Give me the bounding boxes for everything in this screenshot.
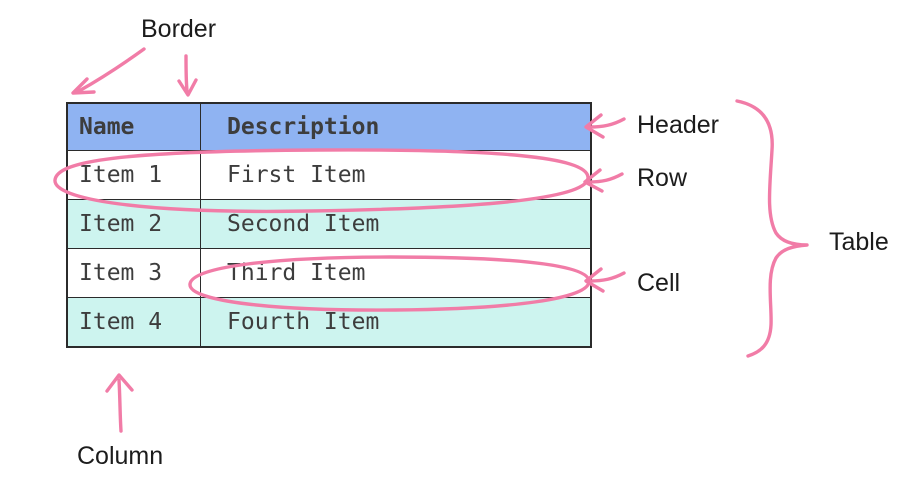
header-label: Header bbox=[637, 111, 719, 139]
table-brace-icon bbox=[735, 99, 809, 358]
column-arrow-icon bbox=[105, 373, 134, 433]
border-arrow-to-corner-icon bbox=[71, 47, 146, 95]
cell-name: Item 3 bbox=[66, 248, 201, 298]
table-label: Table bbox=[829, 228, 889, 256]
cell-description: First Item bbox=[200, 150, 592, 200]
column-header-name: Name bbox=[66, 102, 201, 151]
cell-name: Item 2 bbox=[66, 199, 201, 249]
cell-name: Item 1 bbox=[66, 150, 201, 200]
table-row: Item 4 Fourth Item bbox=[66, 297, 592, 348]
cell-description: Third Item bbox=[200, 248, 592, 298]
row-label: Row bbox=[637, 164, 688, 192]
column-label: Column bbox=[77, 442, 164, 470]
table-header-row: Name Description bbox=[66, 102, 592, 151]
cell-description: Second Item bbox=[200, 199, 592, 249]
cell-name: Item 4 bbox=[66, 297, 201, 348]
column-header-description: Description bbox=[200, 102, 592, 151]
table-row: Item 1 First Item bbox=[66, 150, 592, 200]
border-label: Border bbox=[141, 15, 217, 43]
table-row: Item 3 Third Item bbox=[66, 248, 592, 298]
cell-label: Cell bbox=[637, 269, 681, 297]
table-row: Item 2 Second Item bbox=[66, 199, 592, 249]
border-arrow-to-divider-icon bbox=[177, 54, 198, 97]
demo-table: Name Description Item 1 First Item Item … bbox=[66, 102, 592, 348]
cell-description: Fourth Item bbox=[200, 297, 592, 348]
